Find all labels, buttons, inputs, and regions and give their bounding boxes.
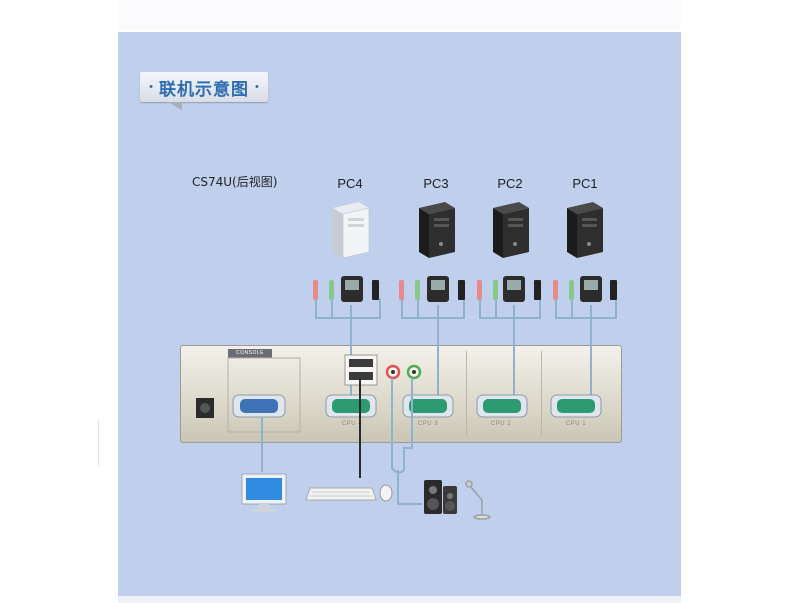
cpu4-vga-port xyxy=(325,394,377,418)
pc-label-pc2: PC2 xyxy=(497,176,523,191)
pc-label-pc3: PC3 xyxy=(423,176,449,191)
port-separator xyxy=(466,351,467,436)
pc4-connectors xyxy=(313,276,379,302)
port-label-cpu3: CPU 3 xyxy=(417,421,439,427)
pc2-cable-bundle xyxy=(479,298,541,400)
pc-label-pc1: PC1 xyxy=(572,176,598,191)
bottom-strip xyxy=(118,596,681,603)
cpu2-vga-port xyxy=(476,394,528,418)
pc2-connectors xyxy=(477,276,541,302)
console-box xyxy=(227,357,301,433)
banner-tail xyxy=(168,102,182,110)
console-label: CONSOLE xyxy=(228,349,272,358)
audio-cable xyxy=(391,378,413,474)
cpu3-vga-port xyxy=(402,394,454,418)
pc1-connectors xyxy=(553,276,617,302)
page-edge-line xyxy=(98,420,109,466)
bullet-right: • xyxy=(255,81,259,93)
microphone-icon xyxy=(465,480,491,520)
diagram-title: 联机示意图 xyxy=(159,79,249,100)
mouse-icon xyxy=(379,484,393,502)
cpu1-vga-port xyxy=(550,394,602,418)
port-label-cpu1: CPU 1 xyxy=(565,421,587,427)
console-vga-port xyxy=(232,394,286,418)
speakers-icon xyxy=(424,480,457,514)
pc-tower-black-icon xyxy=(567,202,603,258)
pc3-connectors xyxy=(399,276,465,302)
pc1-cable-bundle xyxy=(555,298,617,400)
keyboard-icon xyxy=(305,487,377,501)
pc-tower-silver-icon xyxy=(333,202,370,259)
top-strip xyxy=(118,0,681,30)
port-label-cpu2: CPU 2 xyxy=(490,421,512,427)
title-banner: • 联机示意图 • xyxy=(140,72,268,102)
kvm-switch-rear-panel xyxy=(180,345,622,443)
bullet-left: • xyxy=(149,81,153,93)
monitor-icon xyxy=(241,473,287,512)
pc-tower-black-icon xyxy=(493,202,529,258)
device-model-label: CS74U(后视图) xyxy=(192,175,278,189)
port-separator xyxy=(541,351,542,436)
pc-label-pc4: PC4 xyxy=(337,176,363,191)
pc3-cable-bundle xyxy=(401,298,465,400)
pc-tower-black-icon xyxy=(419,202,455,258)
port-label-cpu4: CPU 4 xyxy=(341,421,363,427)
